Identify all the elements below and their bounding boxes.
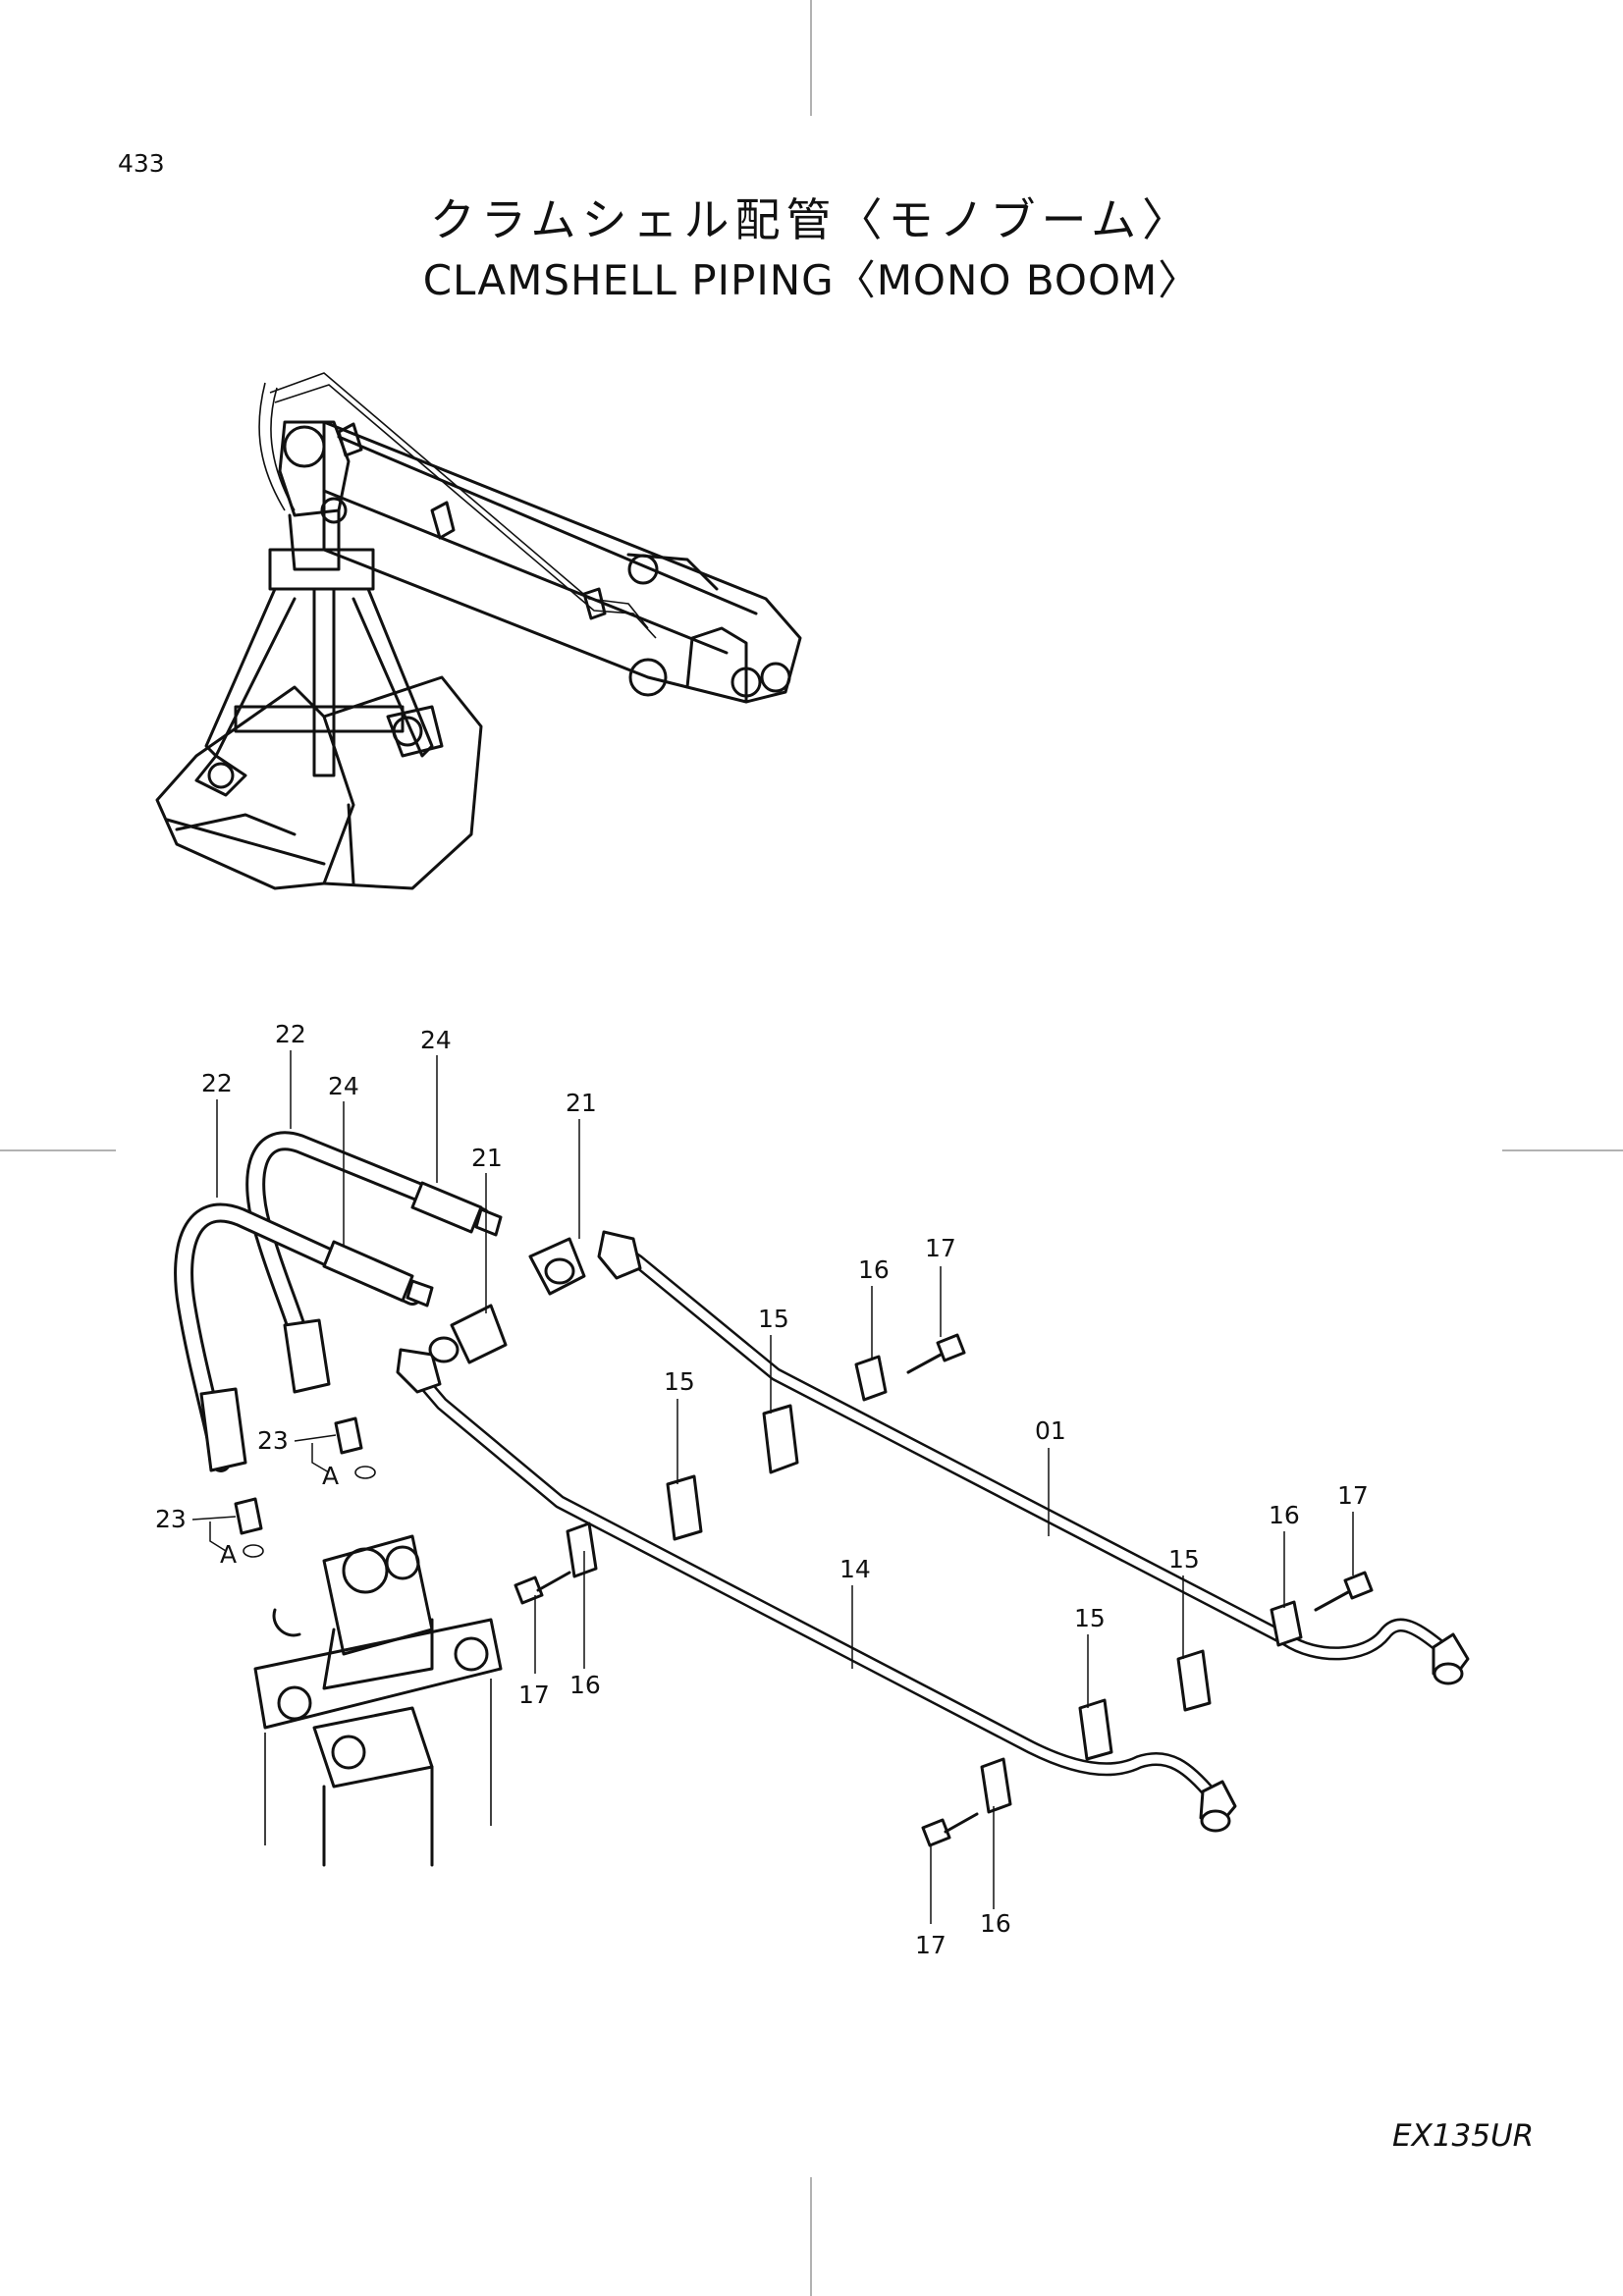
clamps-15 bbox=[666, 1404, 1212, 1761]
callout-15: 15 bbox=[664, 1367, 695, 1396]
callout-17: 17 bbox=[1337, 1481, 1369, 1510]
callout-16: 16 bbox=[858, 1255, 890, 1284]
callout-23: 23 bbox=[257, 1426, 289, 1455]
callout-15: 15 bbox=[1168, 1545, 1200, 1574]
model-code: EX135UR bbox=[1392, 2118, 1535, 2154]
callout-21: 21 bbox=[566, 1089, 597, 1117]
callout-22: 22 bbox=[201, 1069, 233, 1097]
callout-detail-a: A bbox=[220, 1540, 237, 1569]
adapters-23 bbox=[234, 1416, 376, 1558]
callout-15: 15 bbox=[1074, 1604, 1106, 1632]
callout-24: 24 bbox=[328, 1072, 359, 1100]
callout-16: 16 bbox=[980, 1909, 1011, 1938]
elbow-fittings-21 bbox=[428, 1237, 586, 1364]
callout-24: 24 bbox=[420, 1026, 452, 1054]
callout-16: 16 bbox=[1269, 1501, 1300, 1529]
callout-14: 14 bbox=[839, 1555, 871, 1583]
callout-17: 17 bbox=[518, 1681, 550, 1709]
hose-lower-22-24 bbox=[174, 1202, 434, 1472]
callout-15: 15 bbox=[758, 1305, 789, 1333]
callout-21: 21 bbox=[471, 1144, 503, 1172]
page-number: 433 bbox=[118, 149, 165, 178]
clamp-plates-16 bbox=[566, 1355, 1303, 1814]
callout-17: 17 bbox=[915, 1931, 947, 1959]
page-title-english: CLAMSHELL PIPING〈MONO BOOM〉 bbox=[422, 256, 1201, 304]
callout-17: 17 bbox=[925, 1234, 956, 1262]
leader-lines bbox=[191, 1050, 1354, 1924]
callout-22: 22 bbox=[275, 1020, 306, 1048]
callout-01: 01 bbox=[1035, 1416, 1066, 1445]
rotator-cylinder bbox=[253, 1534, 503, 1867]
callout-labels: 22 22 24 24 21 21 23 23 A A 15 15 16 17 … bbox=[155, 1020, 1369, 1959]
page-title-japanese: クラムシェル配管〈モノブーム〉 bbox=[429, 193, 1194, 246]
callout-16: 16 bbox=[569, 1671, 601, 1699]
exploded-parts-view: 22 22 24 24 21 21 23 23 A A 15 15 16 17 … bbox=[155, 1020, 1470, 1959]
clamshell-boom-overview bbox=[155, 372, 802, 890]
pipe-01 bbox=[597, 1230, 1470, 1685]
callout-detail-a: A bbox=[322, 1462, 339, 1490]
callout-23: 23 bbox=[155, 1505, 187, 1533]
pipe-14 bbox=[396, 1348, 1237, 1833]
bolts-17 bbox=[514, 1333, 1374, 1847]
